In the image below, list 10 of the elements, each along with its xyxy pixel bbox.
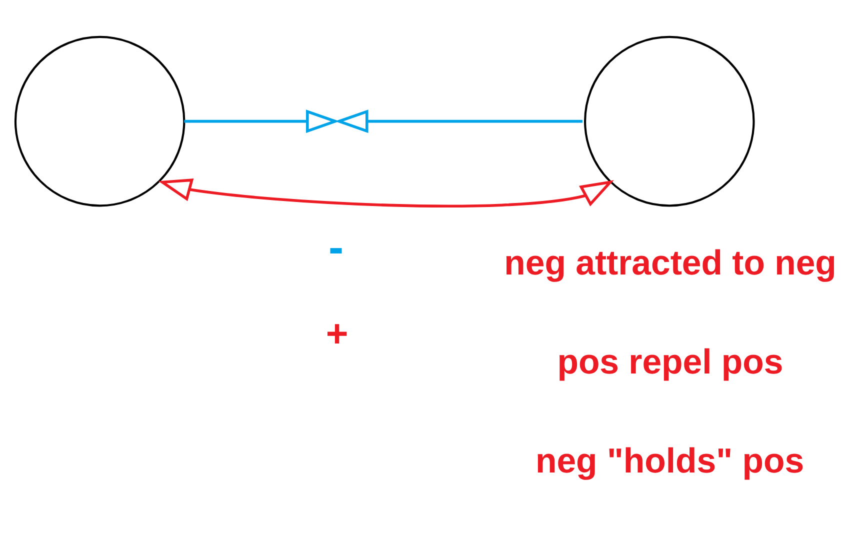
label: neg attracted to neg — [504, 244, 836, 282]
arrow — [158, 178, 614, 208]
label: - — [328, 222, 344, 273]
label: neg "holds" pos — [535, 442, 804, 481]
arrow — [184, 110, 340, 133]
label: pos repel pos — [557, 343, 784, 382]
arrow — [334, 110, 582, 133]
node-circle — [14, 36, 186, 207]
label: + — [326, 312, 348, 356]
node-circle — [584, 36, 755, 207]
